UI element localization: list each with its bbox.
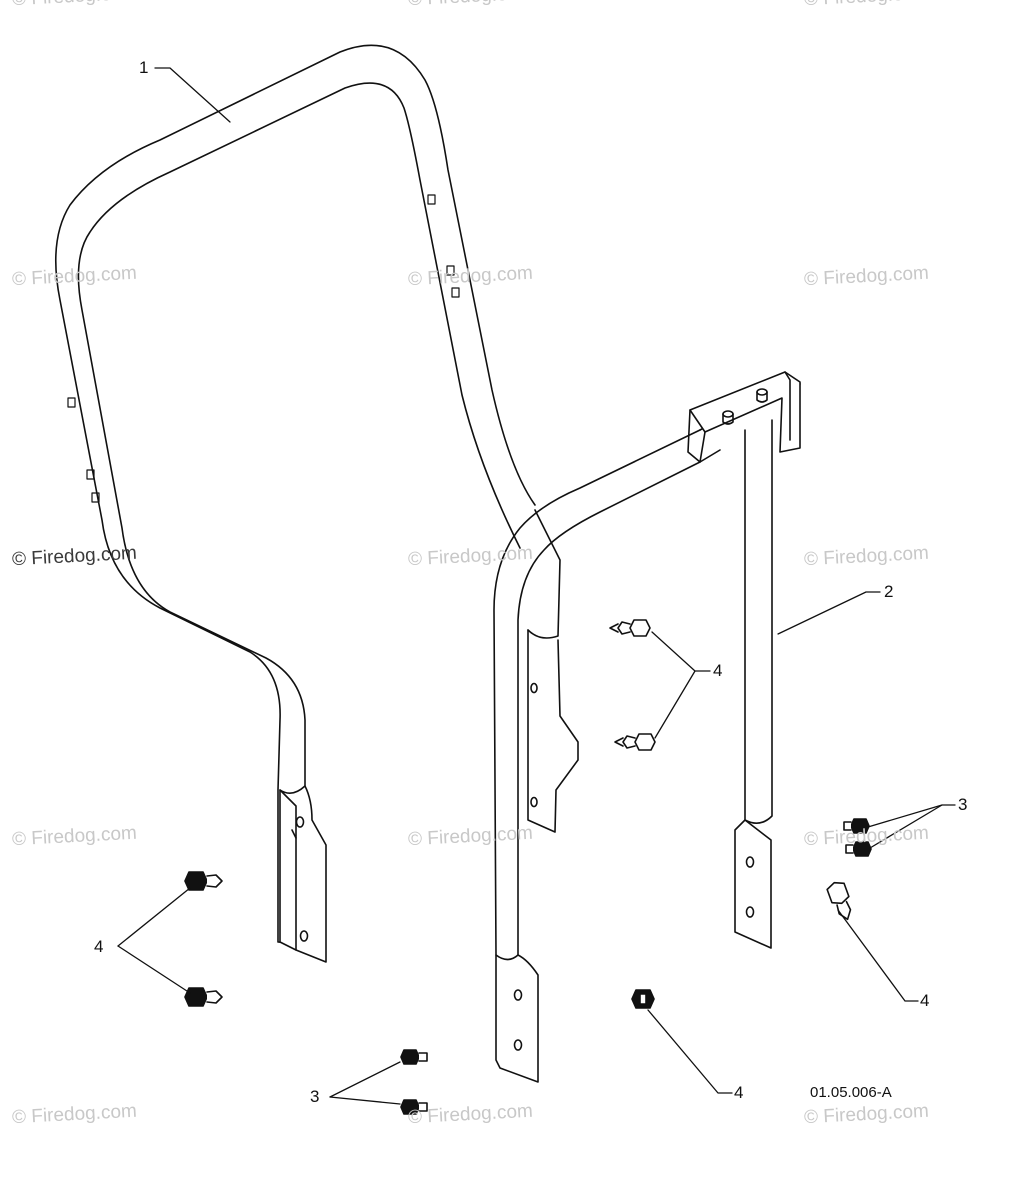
callout-part-4: 4 <box>713 661 723 680</box>
bolt-icon <box>184 619 872 1115</box>
callout-part-4: 4 <box>94 937 104 956</box>
callout-part-1: 1 <box>139 58 149 77</box>
callout-part-3: 3 <box>958 795 968 814</box>
diagram-reference-code: 01.05.006-A <box>810 1084 892 1101</box>
callout-part-3: 3 <box>310 1087 320 1106</box>
leader-lines <box>117 67 956 1105</box>
callout-part-4: 4 <box>920 991 930 1010</box>
callout-part-4: 4 <box>734 1083 744 1102</box>
upper-bar-frame <box>54 44 536 963</box>
lower-bar-frame <box>493 371 801 1083</box>
callout-part-2: 2 <box>884 582 894 601</box>
